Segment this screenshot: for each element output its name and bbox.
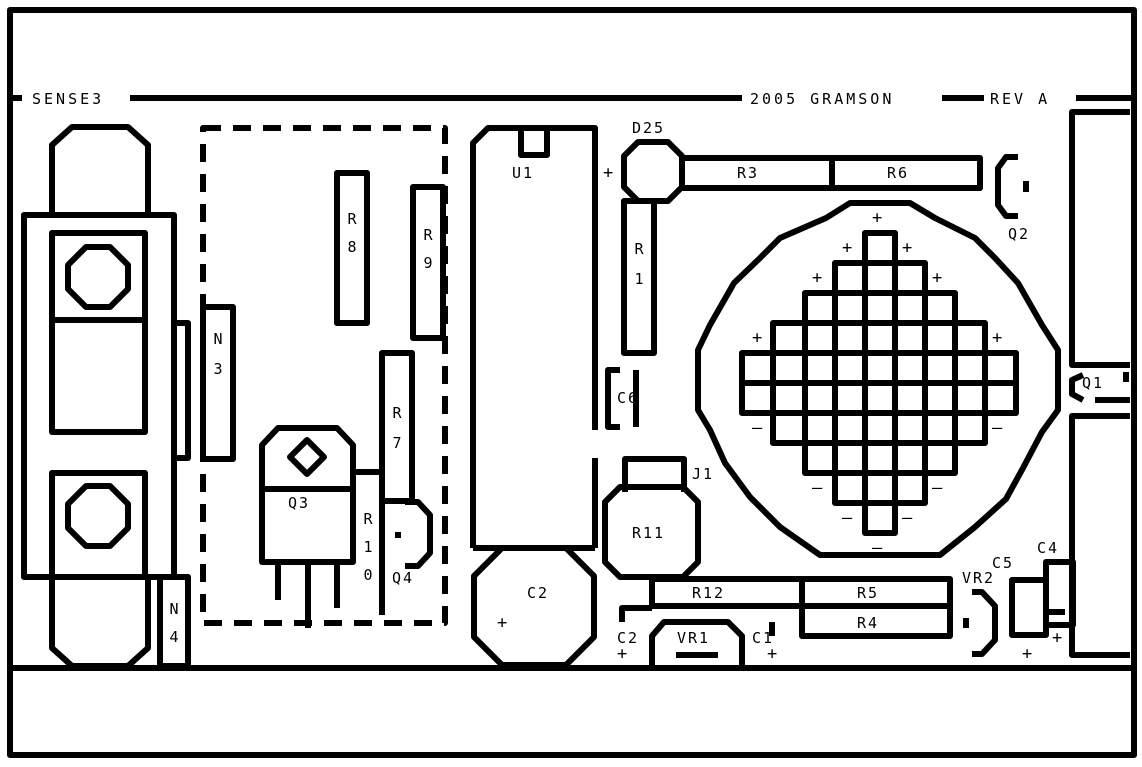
c5-label: C5 <box>992 554 1014 572</box>
q4-part <box>395 499 433 569</box>
board-outline <box>7 7 1137 758</box>
resistor-bank-r12-r5-r4 <box>649 576 953 639</box>
r1-part <box>621 198 657 356</box>
c6-part <box>605 367 620 430</box>
header-sense-label: SENSE3 <box>32 90 104 108</box>
led-plus-mark: + <box>992 328 1002 348</box>
led-plus-mark: + <box>932 268 942 288</box>
q2-label: Q2 <box>1008 225 1030 243</box>
c2-large-label: C2 <box>527 584 549 602</box>
q3-part <box>259 425 382 628</box>
c6-label: C6 <box>617 389 639 407</box>
led-minus-mark: – <box>812 478 823 498</box>
header-revision-label: REV A <box>990 90 1050 108</box>
c5-plus-mark: + <box>1022 644 1032 664</box>
c2-small-label: C2 <box>617 629 639 647</box>
led-minus-mark: – <box>872 538 883 558</box>
led-plus-mark: + <box>812 268 822 288</box>
c2-small-plus-mark: + <box>617 644 627 664</box>
c4-plus-mark: + <box>1052 628 1062 648</box>
right-connector <box>1069 109 1130 658</box>
r11-label: R11 <box>632 524 665 542</box>
vr2-label: VR2 <box>962 569 995 587</box>
vr1-label: VR1 <box>677 629 710 647</box>
r4-label: R4 <box>857 614 879 632</box>
u1-plus-mark: + <box>603 163 613 183</box>
led-minus-mark: – <box>902 508 913 528</box>
led-plus-mark: + <box>902 238 912 258</box>
q1-part <box>1069 372 1130 403</box>
led-minus-mark: – <box>992 418 1003 438</box>
fuse-holder <box>21 124 191 669</box>
q1-label: Q1 <box>1082 374 1104 392</box>
c1-label: C1 <box>752 629 774 647</box>
r7-part <box>379 350 415 504</box>
vr1-part <box>649 619 745 666</box>
c4-part <box>1043 559 1076 628</box>
n4-part <box>157 574 191 669</box>
r8-part <box>334 170 370 326</box>
r3-label: R3 <box>737 164 759 182</box>
u1-part <box>470 125 598 551</box>
j1-part <box>622 456 687 492</box>
c2-large-part <box>471 545 597 668</box>
c5-part <box>1009 577 1049 638</box>
r12-label: R12 <box>692 584 725 602</box>
led-grid <box>739 230 1019 536</box>
u1-label: U1 <box>512 164 534 182</box>
q2-part <box>995 154 1029 219</box>
r5-label: R5 <box>857 584 879 602</box>
header-copyright-label: 2005 GRAMSON <box>750 90 894 108</box>
led-cluster-outline <box>695 200 1061 558</box>
vr2-part <box>963 589 998 657</box>
led-plus-mark: + <box>752 328 762 348</box>
c1-plus-mark: + <box>767 644 777 664</box>
d25-part <box>621 139 685 204</box>
c4-label: C4 <box>1037 539 1059 557</box>
c2-large-plus-mark: + <box>497 613 507 633</box>
j1-label: J1 <box>692 465 714 483</box>
led-minus-mark: – <box>932 478 943 498</box>
led-minus-mark: – <box>752 418 763 438</box>
q3-label: Q3 <box>288 494 310 512</box>
d25-label: D25 <box>632 119 665 137</box>
led-plus-mark: + <box>842 238 852 258</box>
led-minus-mark: – <box>842 508 853 528</box>
q4-label: Q4 <box>392 569 414 587</box>
dashed-region <box>200 125 448 626</box>
r9-part <box>410 184 446 341</box>
n3-part <box>200 304 236 462</box>
r6-label: R6 <box>887 164 909 182</box>
led-plus-mark: + <box>872 208 882 228</box>
